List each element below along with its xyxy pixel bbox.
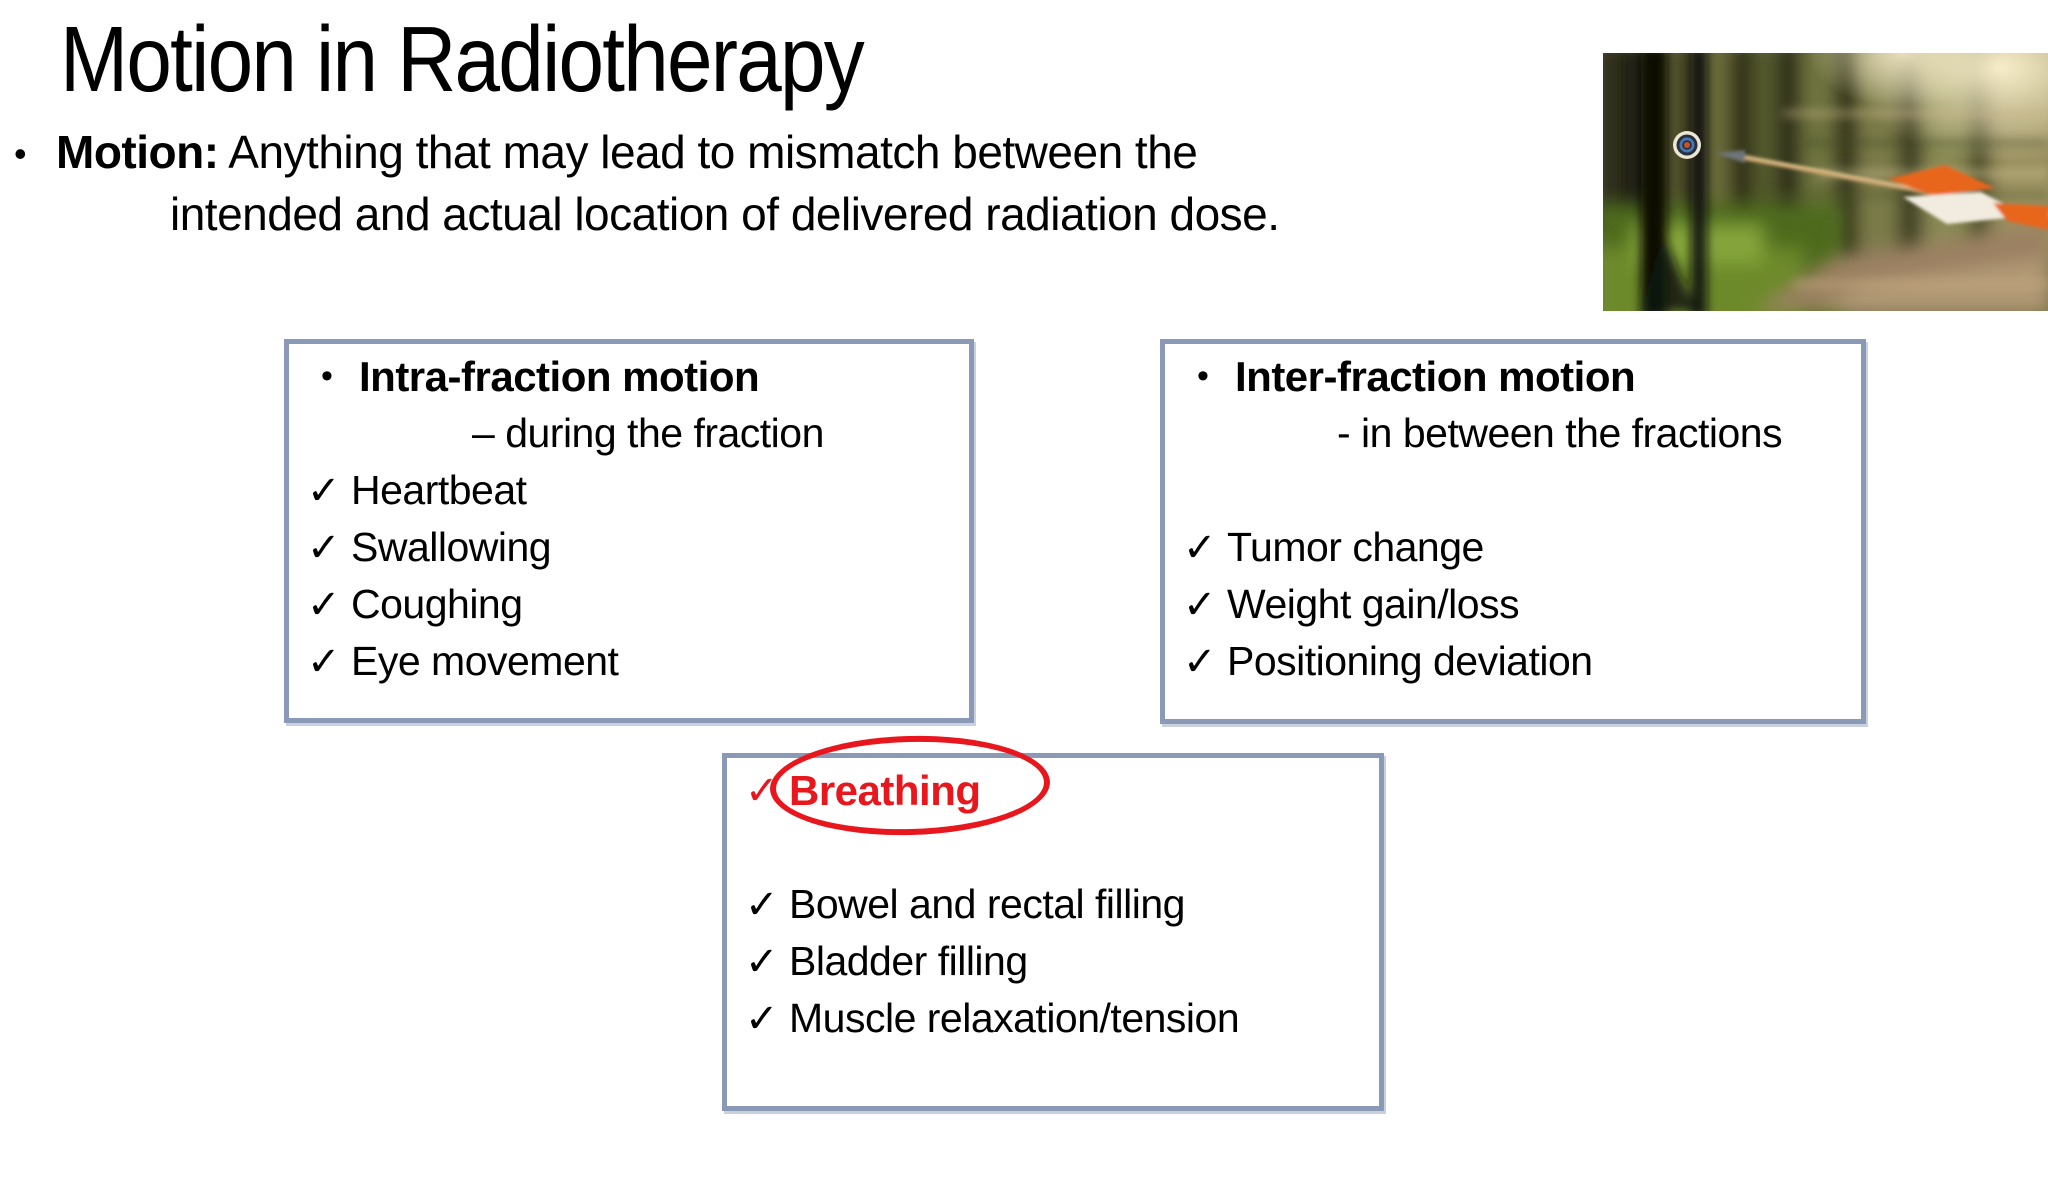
arrow-graphic [1715,150,2048,230]
checkmark-icon: ✓ [307,467,341,514]
list-item: ✓ Coughing [289,576,969,633]
target-icon [1673,131,1701,159]
intro-paragraph: • Motion: Anything that may lead to misma… [14,122,1280,245]
list-item-label: Bowel and rectal filling [789,881,1185,927]
box-heading: Inter-fraction motion [1235,352,1636,400]
arrowhead [1715,150,1745,163]
breathing-row: ✓ Breathing [727,762,1379,819]
box-subheading: - in between the fractions [1337,410,1783,456]
list-item-label: Coughing [351,581,523,627]
inter-fraction-box: • Inter-fraction motion - in between the… [1160,339,1866,724]
bullet-icon: • [321,357,333,395]
fletching-orange-nock [1993,203,2048,230]
checkmark-icon: ✓ [745,938,779,985]
list-item-label: Swallowing [351,524,552,570]
shared-motion-box: ✓ Breathing ✓ Bowel and rectal filling ✓… [722,753,1384,1111]
list-item: ✓ Swallowing [289,519,969,576]
bullet-icon: • [14,133,27,174]
page-title: Motion in Radiotherapy [60,7,865,111]
archery-photo [1603,53,2048,311]
breathing-highlight: Breathing [789,766,981,814]
checkmark-icon: ✓ [307,581,341,628]
list-item-label: Heartbeat [351,467,527,513]
list-item: ✓ Positioning deviation [1165,633,1861,690]
box-heading: Intra-fraction motion [359,352,760,400]
box-heading-row: • Intra-fraction motion [289,348,969,405]
list-item-label: Weight gain/loss [1227,581,1520,627]
intro-label: Motion: [56,126,219,178]
checkmark-icon: ✓ [1183,581,1217,628]
list-item-label: Positioning deviation [1227,638,1593,684]
box-subheading: – during the fraction [472,410,824,456]
checkmark-icon: ✓ [307,524,341,571]
list-item-label: Eye movement [351,638,619,684]
checkmark-icon: ✓ [745,995,779,1042]
checkmark-icon: ✓ [745,881,779,928]
list-item: ✓ Heartbeat [289,462,969,519]
box-subheading-row: – during the fraction [289,405,969,462]
box-subheading-row: - in between the fractions [1165,405,1861,462]
bullet-icon: • [1197,357,1209,395]
fletching-white [1903,192,2027,224]
checkmark-icon: ✓ [745,767,779,814]
list-item-label: Tumor change [1227,524,1484,570]
list-item: ✓ Bowel and rectal filling [727,876,1379,933]
list-item-label: Bladder filling [789,938,1028,984]
archery-photo-graphic [1603,53,2048,311]
checkmark-icon: ✓ [1183,638,1217,685]
foreground-trees [1641,53,1707,311]
list-item: ✓ Tumor change [1165,519,1861,576]
intro-line1: Anything that may lead to mismatch betwe… [218,126,1198,178]
fletching-orange-top [1888,165,1995,196]
checkmark-icon: ✓ [307,638,341,685]
intra-fraction-box: • Intra-fraction motion – during the fra… [284,339,974,723]
list-item: ✓ Muscle relaxation/tension [727,990,1379,1047]
intro-line2: intended and actual location of delivere… [170,188,1280,240]
list-item: ✓ Weight gain/loss [1165,576,1861,633]
box-heading-row: • Inter-fraction motion [1165,348,1861,405]
sunlight-glow-2 [1808,53,1998,108]
spacer-row [1165,462,1861,519]
list-item: ✓ Eye movement [289,633,969,690]
checkmark-icon: ✓ [1183,524,1217,571]
list-item: ✓ Bladder filling [727,933,1379,990]
list-item-label: Muscle relaxation/tension [789,995,1240,1041]
spacer-row [727,819,1379,876]
